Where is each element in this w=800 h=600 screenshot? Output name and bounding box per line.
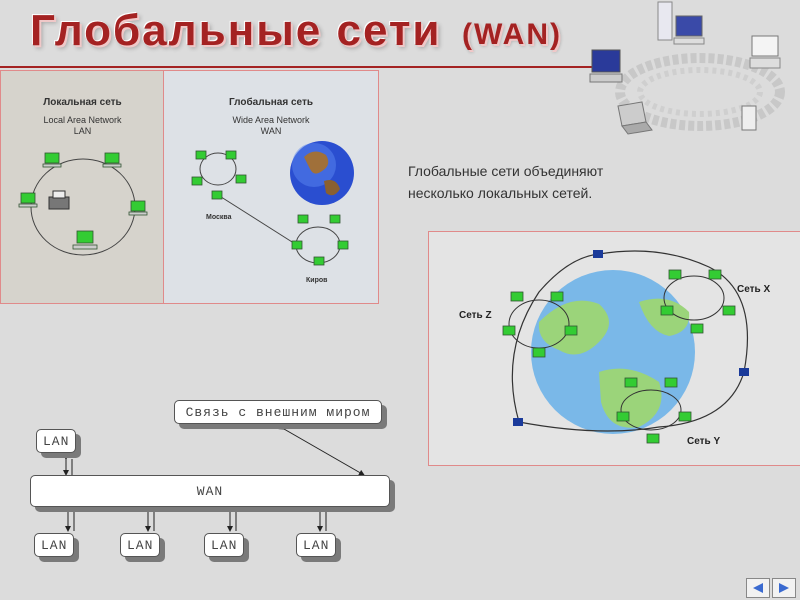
city-label-kirov: Киров: [306, 277, 328, 284]
globe-icon: [290, 141, 354, 205]
wan-subtitle: Wide Area Network: [232, 115, 310, 125]
connection-arrows: [63, 423, 365, 532]
description-text: Глобальные сети объединяют несколько лок…: [408, 160, 688, 204]
lan-box-top: LAN: [36, 429, 77, 453]
lan-subtitle: Local Area Network: [43, 115, 122, 125]
wan-cities-diagram: [191, 141, 354, 266]
triangle-left-icon: [753, 583, 763, 593]
lan-abbr: LAN: [73, 126, 92, 136]
city-label-moscow: Москва: [206, 214, 232, 221]
network-x-label: Сеть X: [737, 284, 771, 295]
lan-panel: Локальная сеть Local Area Network LAN: [0, 70, 164, 304]
network-z-label: Сеть Z: [459, 310, 492, 321]
lan-ring-diagram: [18, 152, 148, 256]
description-line-1: Глобальные сети объединяют: [408, 163, 604, 179]
lan-box-4: LAN: [296, 533, 337, 557]
lan-heading: Локальная сеть: [43, 97, 122, 108]
lan-box-3: LAN: [204, 533, 245, 557]
network-decor-icon: [589, 1, 785, 135]
wan-abbr: WAN: [260, 126, 282, 136]
network-y-label: Сеть Y: [687, 436, 721, 447]
world-networks-diagram: [502, 250, 749, 444]
lan-box-1: LAN: [34, 533, 75, 557]
prev-slide-button[interactable]: [746, 578, 770, 598]
triangle-right-icon: [779, 583, 789, 593]
title-underline: [0, 66, 606, 68]
next-slide-button[interactable]: [772, 578, 796, 598]
external-world-box: Связь с внешним миром: [174, 400, 382, 424]
page-title: Глобальные сети: [30, 6, 442, 55]
description-line-2: несколько локальных сетей.: [408, 185, 593, 201]
wan-heading: Глобальная сеть: [229, 97, 313, 108]
page-title-abbr: (WAN): [462, 18, 562, 51]
wan-box: WAN: [30, 475, 390, 507]
wan-panel: Глобальная сеть Wide Area Network WAN Мо…: [163, 70, 379, 304]
world-networks-panel: Сеть Z Сеть X Сеть Y: [428, 231, 800, 466]
lan-box-2: LAN: [120, 533, 161, 557]
printer-icon: [48, 190, 70, 210]
